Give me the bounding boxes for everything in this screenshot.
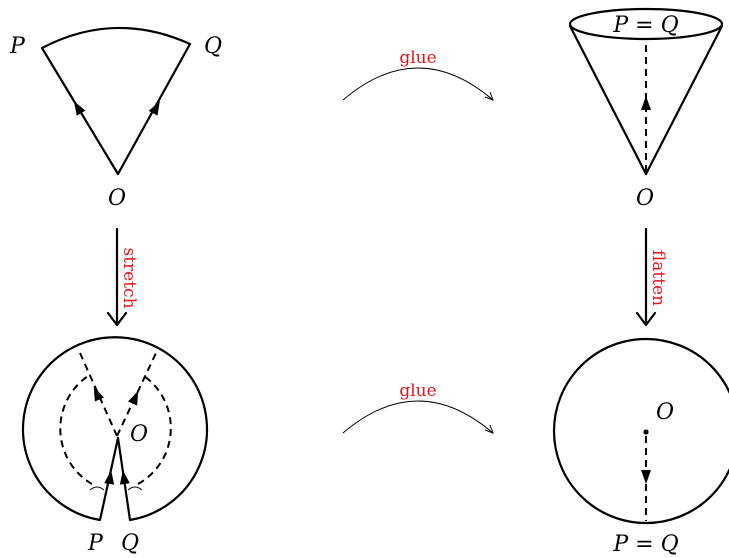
sector-figure [40, 26, 192, 176]
stretch-arrow [106, 227, 128, 327]
flatten-arrowhead [635, 311, 657, 327]
cone-figure [568, 7, 724, 176]
pacman-figure [21, 336, 209, 522]
pacman-left-tick [89, 486, 105, 491]
flatten-arrow [635, 227, 657, 327]
stretch-arrowhead [106, 311, 128, 327]
glue-arrowhead-top [484, 91, 494, 101]
pacman-right-dashed-ray [116, 352, 157, 437]
cone-right-side [644, 24, 724, 176]
pacman-label-q: Q [121, 531, 139, 556]
disk-figure [552, 337, 729, 525]
pacman-inner-right-curve [137, 375, 172, 485]
glue-arc-top [342, 67, 494, 101]
glue-arc-bottom [342, 400, 494, 434]
pacman-label-o: O [130, 422, 148, 447]
pacman-right-ray-arrowhead [127, 390, 139, 406]
sector-label-p: P [9, 34, 26, 59]
sector-arc [40, 26, 192, 50]
glue-label-top: glue [399, 48, 436, 68]
cone-seam-arrowhead [641, 96, 651, 110]
disk-label-pq: P = Q [612, 532, 678, 557]
glue-arrow-bottom [342, 400, 494, 434]
pacman-right-tick [127, 486, 143, 491]
pacman-inner-left-curve [59, 375, 93, 485]
pacman-right-edge-arrowhead [119, 470, 130, 485]
disk-label-o: O [656, 400, 674, 425]
disk-outline [552, 337, 729, 525]
glue-label-bottom: glue [399, 381, 436, 401]
flatten-label: flatten [648, 250, 668, 306]
cone-left-side [568, 24, 648, 176]
pacman-label-p: P [87, 531, 104, 556]
disk-seam-arrowhead [641, 470, 651, 484]
pacman-left-dashed-ray [79, 352, 118, 437]
pacman-left-edge-arrowhead [104, 470, 115, 485]
cone-label-o: O [636, 186, 654, 211]
sector-left-arrowhead [73, 101, 86, 116]
disk-center-dot [643, 429, 649, 435]
sector-right-arrowhead [148, 101, 160, 116]
sector-label-q: Q [204, 34, 222, 59]
glue-arrow-top [342, 67, 494, 101]
glue-arrowhead-bottom [484, 424, 494, 434]
stretch-label: stretch [119, 247, 139, 308]
sector-label-o: O [108, 186, 126, 211]
pacman-left-ray-arrowhead [93, 386, 105, 402]
cone-label-pq: P = Q [612, 13, 678, 38]
pacman-outline [21, 336, 209, 522]
